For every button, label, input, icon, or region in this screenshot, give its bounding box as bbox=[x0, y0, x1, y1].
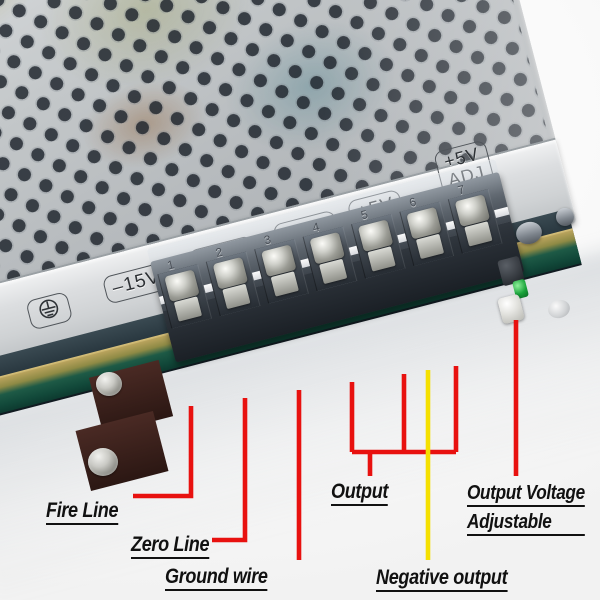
callout-output-voltage-text: Output Voltage bbox=[467, 483, 585, 507]
callout-ground-wire-text: Ground wire bbox=[165, 566, 268, 591]
power-supply-unit: L N (AC) –15V +15V COM +5V +5V ADJ ⚡ CAU… bbox=[0, 0, 582, 437]
callout-zero-line-text: Zero Line bbox=[131, 534, 210, 559]
chassis-screw-bottom bbox=[88, 448, 118, 476]
chassis-screw-top bbox=[96, 372, 122, 396]
callout-negative-output-text: Negative output bbox=[376, 567, 508, 592]
callout-ground-wire: Ground wire bbox=[165, 566, 268, 591]
legend-ground-symbol bbox=[25, 291, 74, 331]
ground-icon bbox=[39, 299, 59, 319]
callout-output-text: Output bbox=[331, 481, 388, 506]
callout-fire-line-text: Fire Line bbox=[46, 500, 119, 525]
leader-fire-line bbox=[133, 406, 194, 499]
callout-adjustable-text: Adjustable bbox=[467, 511, 585, 536]
callout-fire-line: Fire Line bbox=[46, 500, 119, 525]
callout-zero-line: Zero Line bbox=[131, 534, 210, 559]
leader-zero-line bbox=[212, 398, 248, 543]
callout-output: Output bbox=[331, 481, 388, 506]
callout-negative-output: Negative output bbox=[376, 567, 508, 592]
callout-output-voltage-adjustable: Output Voltage Adjustable bbox=[467, 483, 585, 536]
